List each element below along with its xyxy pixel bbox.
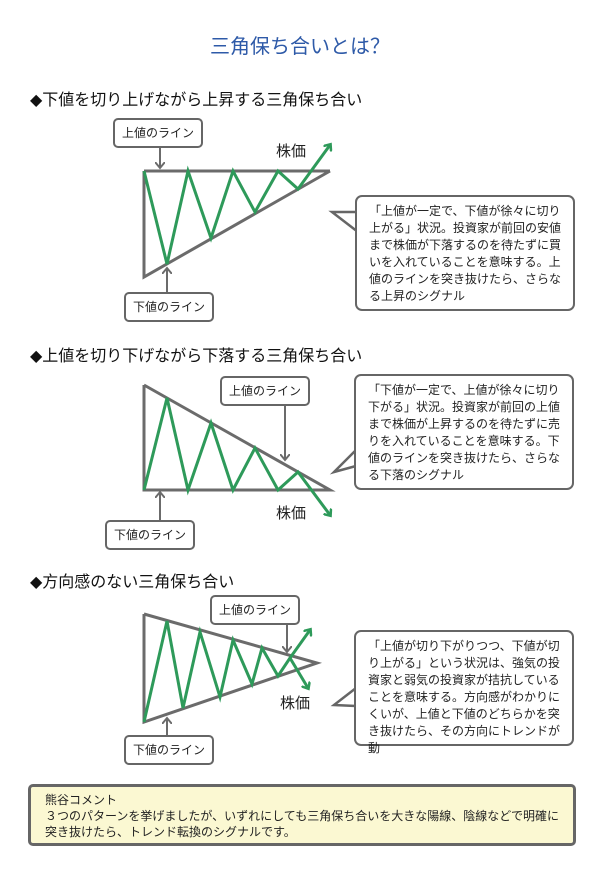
upper-line-label: 上値のライン: [113, 118, 203, 148]
price-line-descending: [142, 397, 330, 515]
section-heading: ◆上値を切り下げながら下落する三角保ち合い: [30, 346, 363, 365]
lower-line-label: 下値のライン: [105, 520, 195, 550]
lower-line-label: 下値のライン: [124, 292, 214, 322]
description-bubble: 「上値が一定で、下値が徐々に切り上がる」状況。投資家が前回の安値まで株価が下落す…: [355, 195, 575, 311]
description-bubble: 「上値が切り下がりつつ、下値が切り上がる」という状況は、強気の投資家と弱気の投資…: [354, 630, 574, 755]
price-label: 株価: [276, 142, 307, 160]
upper-line-label: 上値のライン: [220, 376, 310, 406]
bubble-tail: [329, 449, 357, 475]
upper-line-label: 上値のライン: [210, 595, 300, 625]
section-heading: ◆下値を切り上げながら上昇する三角保ち合い: [30, 90, 363, 109]
triangle-symmetric: [142, 612, 323, 725]
price-label: 株価: [280, 694, 311, 712]
bubble-tail: [330, 687, 357, 708]
price-line-ascending: [142, 145, 330, 265]
triangle-descending: [142, 383, 336, 492]
comment-body: ３つのパターンを挙げましたが、いずれにしても三角保ち合いを大きな陽線、陰線などで…: [45, 809, 559, 839]
price-line-down-branch: [288, 657, 308, 688]
comment-box: 熊谷コメント ３つのパターンを挙げましたが、いずれにしても三角保ち合いを大きな陽…: [28, 784, 576, 846]
comment-title: 熊谷コメント: [45, 793, 118, 807]
price-label: 株価: [276, 504, 307, 522]
lower-line-label: 下値のライン: [124, 735, 214, 765]
triangle-ascending: [142, 169, 331, 280]
price-line-symmetric: [142, 620, 310, 723]
page-title: 三角保ち合いとは？: [210, 34, 390, 58]
bubble-tail: [328, 210, 359, 233]
section-heading: ◆方向感のない三角保ち合い: [30, 572, 235, 591]
description-bubble: 「下値が一定で、上値が徐々に切り下がる」状況。投資家が前回の上値まで株価が上昇す…: [354, 374, 574, 490]
